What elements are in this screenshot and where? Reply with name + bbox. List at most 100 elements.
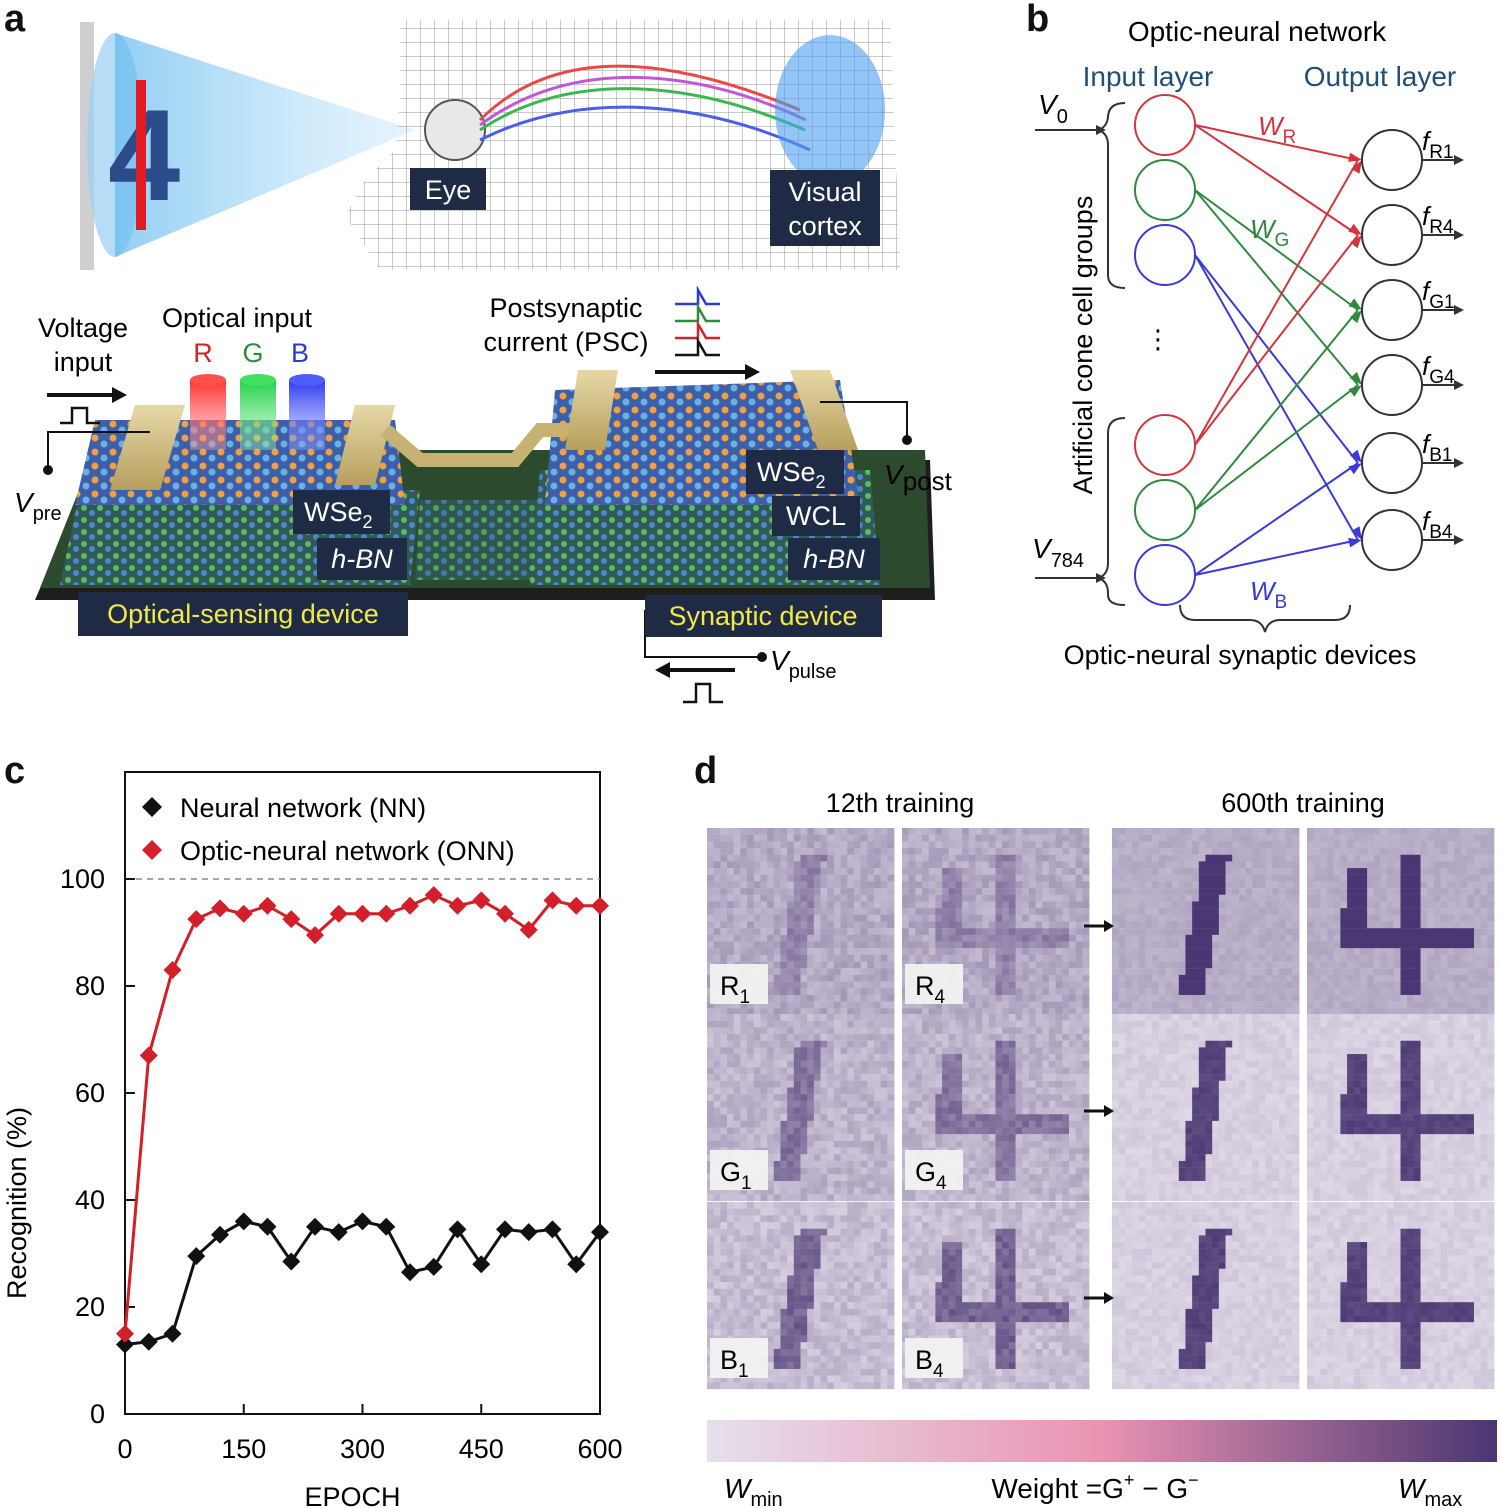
nn-data-point — [472, 1255, 491, 1274]
synapse-edge — [1194, 539, 1359, 576]
nn-data-point — [187, 1247, 206, 1266]
panel-a-illustration: 4 Eye Visual cortex Voltage input Optica… — [14, 20, 953, 704]
tile-label: B1 — [720, 1345, 749, 1382]
weight-map-600th — [1112, 828, 1300, 1016]
colorbar-min-label: Wmin — [724, 1473, 783, 1508]
edge-arrowhead — [1348, 385, 1362, 397]
y-tick-label: 20 — [75, 1292, 105, 1322]
output-neuron — [1361, 129, 1423, 191]
colorbar-caption: Weight =G+ − G− — [991, 1470, 1198, 1504]
wse2-left-label: WSe2 — [304, 497, 373, 532]
synaptic-devices-label: Optic-neural synaptic devices — [1064, 640, 1417, 670]
synapse-edge — [1194, 309, 1359, 511]
output-label: fB1 — [1422, 429, 1452, 466]
visual-cortex-glow — [775, 35, 885, 185]
y-tick-label: 100 — [60, 864, 105, 894]
nn-data-point — [448, 1220, 467, 1239]
psc-pulse-icon — [675, 285, 720, 357]
nn-data-point — [543, 1220, 562, 1239]
legend-marker — [142, 797, 162, 817]
output-neuron — [1361, 354, 1423, 416]
onn-data-point — [496, 904, 514, 923]
onn-data-point — [401, 896, 419, 915]
synapse-edge — [1194, 254, 1359, 464]
legend-label: Neural network (NN) — [180, 793, 426, 823]
edge-arrowhead — [1349, 371, 1362, 385]
tile-label: R1 — [720, 971, 750, 1008]
tile-label-box — [710, 1150, 768, 1190]
header-12th-training: 12th training — [826, 788, 975, 818]
plot-frame — [124, 771, 601, 1415]
network-edges — [1194, 124, 1362, 576]
output-layer-label: Output layer — [1304, 61, 1457, 92]
nn-data-point — [306, 1217, 324, 1236]
input-neuron — [1134, 159, 1196, 221]
header-600th-training: 600th training — [1221, 788, 1385, 818]
optical-input-label: Optical input — [162, 303, 313, 333]
onn-data-point — [139, 1046, 158, 1065]
input-neuron — [1134, 479, 1196, 541]
onn-data-point — [187, 910, 206, 929]
synapse-brace — [1179, 604, 1351, 633]
weight-colorbar — [707, 1420, 1497, 1462]
edge-arrowhead — [1350, 235, 1362, 249]
output-neuron — [1361, 204, 1423, 266]
panel-b-network-diagram: Optic-neural network Input layer Output … — [1032, 16, 1464, 670]
eyeball-icon — [424, 99, 486, 161]
x-tick-label: 600 — [577, 1434, 622, 1464]
nn-data-point — [329, 1223, 348, 1242]
x-tick-label: 0 — [117, 1434, 132, 1464]
nn-data-point — [258, 1217, 277, 1236]
cortex-label-box — [770, 170, 880, 246]
nn-data-point — [567, 1255, 586, 1274]
synapse-edge — [1194, 254, 1359, 541]
pulse-wave-icon — [683, 682, 723, 704]
output-neuron — [1361, 432, 1423, 494]
onn-data-point — [211, 899, 229, 918]
synapse-edge — [1194, 124, 1359, 161]
edge-arrowhead — [1348, 463, 1362, 475]
onn-data-point — [353, 904, 372, 923]
onn-data-point — [472, 891, 491, 910]
output-label: fR4 — [1422, 201, 1454, 238]
eye-label: Eye — [425, 175, 472, 205]
gate-electrode-right — [565, 370, 618, 450]
nn-data-point — [591, 1223, 609, 1242]
edge-arrowhead — [1349, 310, 1362, 324]
onn-data-point — [116, 1324, 134, 1343]
weight-map-600th — [1307, 1202, 1495, 1390]
input-neuron — [1134, 544, 1196, 606]
colorbar-max-label: Wmax — [1398, 1473, 1462, 1508]
red-light-beam — [190, 380, 226, 450]
onn-data-point — [258, 896, 277, 915]
gate-electrode-left — [335, 405, 395, 485]
nn-data-point — [163, 1324, 182, 1343]
onn-data-point — [163, 960, 182, 979]
weight-map-600th — [1307, 1014, 1495, 1202]
tile-label-box — [905, 1150, 963, 1190]
light-cone — [115, 33, 415, 257]
y-axis-label: Recognition (%) — [2, 1107, 32, 1299]
onn-data-point — [282, 910, 301, 929]
tile-label-box — [905, 1338, 963, 1378]
x-tick-label: 450 — [459, 1434, 504, 1464]
v-post-label: Vpost — [884, 459, 953, 496]
red-bar — [136, 80, 146, 230]
cortex-label-line2: cortex — [788, 211, 862, 241]
synapse-edge — [1194, 124, 1359, 236]
output-neuron — [1361, 279, 1423, 341]
panel-label-c: c — [4, 750, 26, 792]
input-neuron — [1134, 224, 1196, 286]
synapse-edge — [1194, 462, 1359, 576]
legend-label: Optic-neural network (ONN) — [180, 836, 515, 866]
tile-label-box — [710, 1338, 768, 1378]
wr-label: WR — [1258, 111, 1296, 148]
v-pre-label: Vpre — [14, 487, 62, 525]
weight-map-12th: B4 — [902, 1202, 1090, 1390]
output-label: fR1 — [1422, 126, 1454, 163]
weight-map-600th — [1307, 828, 1495, 1016]
tile-label: R4 — [915, 971, 946, 1008]
wse2-right-label: WSe2 — [757, 457, 826, 492]
